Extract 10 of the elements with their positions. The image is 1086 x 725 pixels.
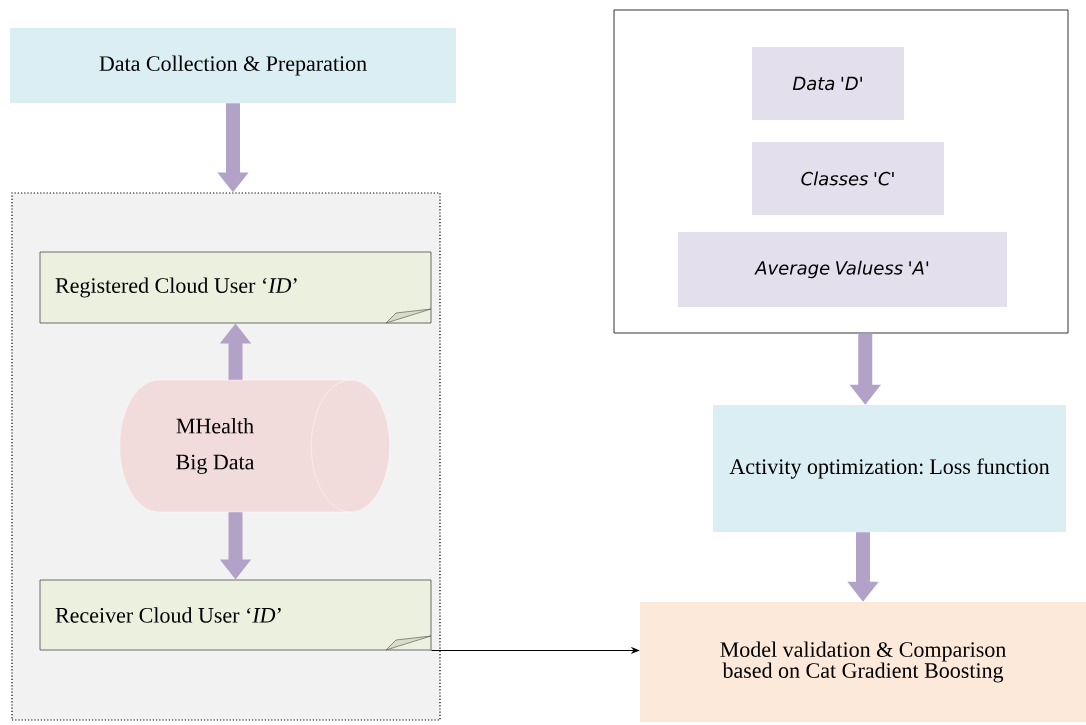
arrow [430, 647, 639, 654]
database-cylinder: MHealth Big Data [119, 379, 390, 513]
process-box: Activity optimization: Loss function [713, 405, 1066, 532]
process-box: Classes 'C' [752, 142, 944, 215]
note-box: Registered Cloud User ‘ID’ [39, 251, 432, 324]
note-box: Receiver Cloud User ‘ID’ [39, 579, 432, 651]
process-box: Model validation & Comparison based on Cat Gradient Boosting [640, 602, 1086, 722]
process-box: Data Collection & Preparation [10, 28, 456, 103]
process-box: Data 'D' [752, 47, 904, 120]
process-box: Average Valuess 'A' [678, 232, 1007, 307]
